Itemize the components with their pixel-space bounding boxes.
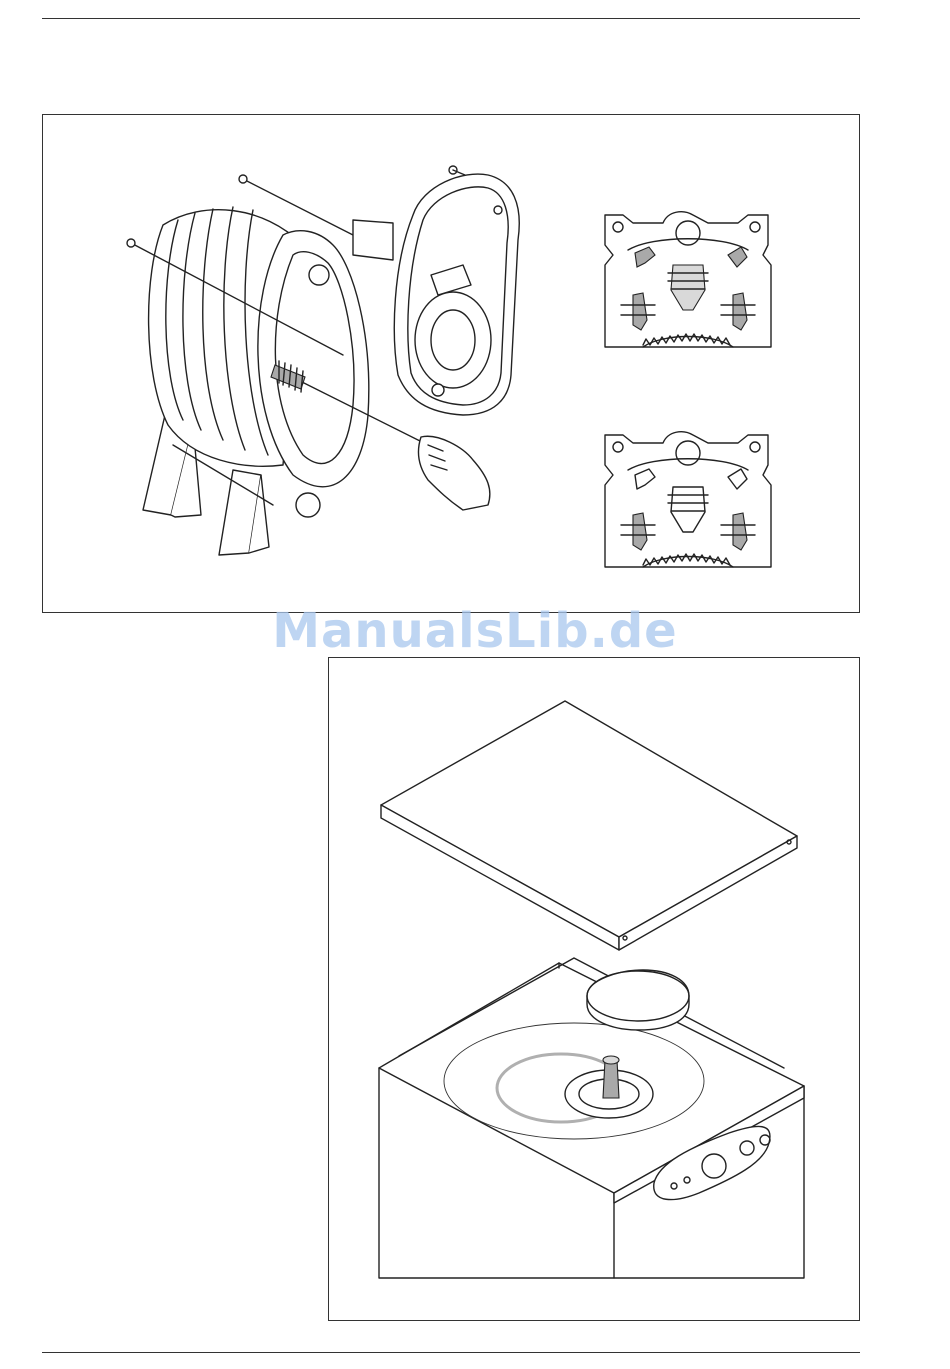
figure-2-frame [328,657,860,1321]
top-rule [42,18,860,19]
front-door-plate [353,174,519,415]
figure-1-frame [42,114,860,613]
top-lid-panel [381,701,797,950]
boiler-cabinet-body [379,958,804,1278]
hand-holding-brush [419,436,490,510]
boiler-cabinet-illustration [329,658,859,1320]
watermark: ManualsLib.de [0,603,950,659]
detail-view-baffles-removed [605,432,771,567]
detail-view-baffles-installed [605,212,771,347]
bottom-rule [42,1352,860,1353]
heat-exchanger-cleaning-illustration [43,115,859,612]
